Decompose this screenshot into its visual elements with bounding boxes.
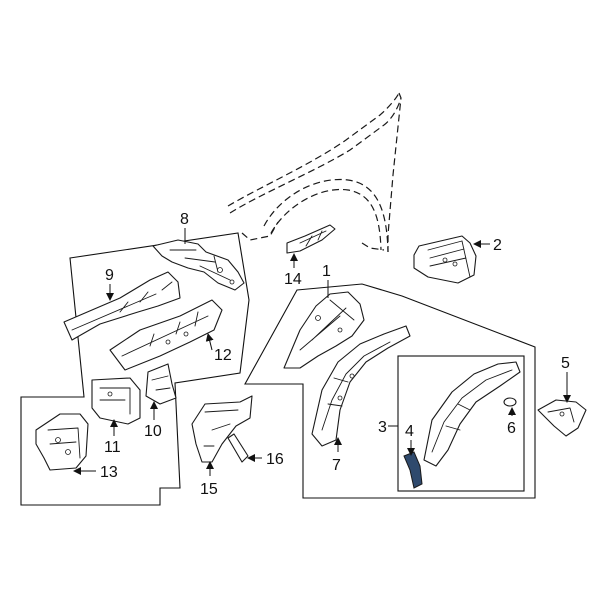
callout-4: 4 — [405, 423, 414, 440]
part-10-gusset — [145, 363, 177, 405]
callout-10: 10 — [144, 423, 162, 440]
part-3-wheelhouse-outer — [423, 361, 521, 467]
callout-11: 11 — [104, 439, 121, 456]
part-9-lower-rail — [63, 271, 181, 341]
callout-2: 2 — [493, 237, 502, 254]
part-4-highlighted-bracket — [403, 451, 423, 489]
part-5-mount-bracket — [537, 399, 587, 437]
callout-9: 9 — [105, 267, 114, 284]
part-2-panel — [413, 235, 477, 284]
callout-14: 14 — [284, 271, 302, 288]
callout-13: 13 — [100, 464, 118, 481]
callout-5: 5 — [561, 355, 570, 372]
callout-15: 15 — [200, 481, 218, 498]
callout-16: 16 — [266, 451, 284, 468]
callout-12: 12 — [214, 347, 232, 364]
group-outline-inner-box-3 — [397, 355, 525, 492]
group-outline-left — [20, 232, 250, 506]
part-13-mount — [35, 413, 89, 471]
fender-reference — [227, 92, 402, 253]
part-14-bracket — [286, 224, 336, 254]
part-1-upper-reinforcement — [283, 291, 365, 369]
part-11-bracket — [91, 377, 141, 425]
part-6-grommet — [503, 397, 517, 407]
callout-8: 8 — [180, 211, 189, 228]
part-12-inner-rail — [109, 299, 223, 371]
part-16-strip — [227, 433, 249, 463]
callout-3: 3 — [378, 419, 387, 436]
callout-7: 7 — [332, 457, 341, 474]
leader-12 — [205, 333, 214, 351]
part-8-upper-rail — [152, 239, 245, 291]
group-outline-center — [244, 283, 536, 499]
part-15-support — [191, 395, 253, 463]
callout-1: 1 — [322, 263, 331, 280]
callout-6: 6 — [507, 420, 516, 437]
part-7-wheelhouse-inner — [311, 325, 411, 447]
